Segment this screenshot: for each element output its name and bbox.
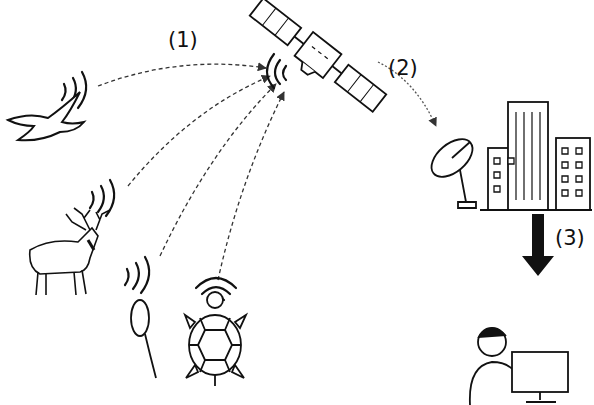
satellite bbox=[243, 0, 389, 120]
down-arrow bbox=[522, 214, 554, 276]
callout-number: (2) bbox=[388, 58, 418, 79]
user-at-computer bbox=[470, 328, 568, 405]
reindeer bbox=[30, 208, 110, 295]
tag-probe bbox=[131, 300, 156, 378]
uplink-arrows bbox=[98, 64, 284, 280]
bird bbox=[8, 92, 84, 140]
turtle bbox=[185, 292, 246, 386]
signal-waves bbox=[62, 54, 286, 300]
callout-number: (1) bbox=[168, 30, 198, 51]
buildings bbox=[480, 102, 592, 210]
callout-number: (3) bbox=[555, 228, 585, 249]
ground-station bbox=[425, 132, 480, 208]
